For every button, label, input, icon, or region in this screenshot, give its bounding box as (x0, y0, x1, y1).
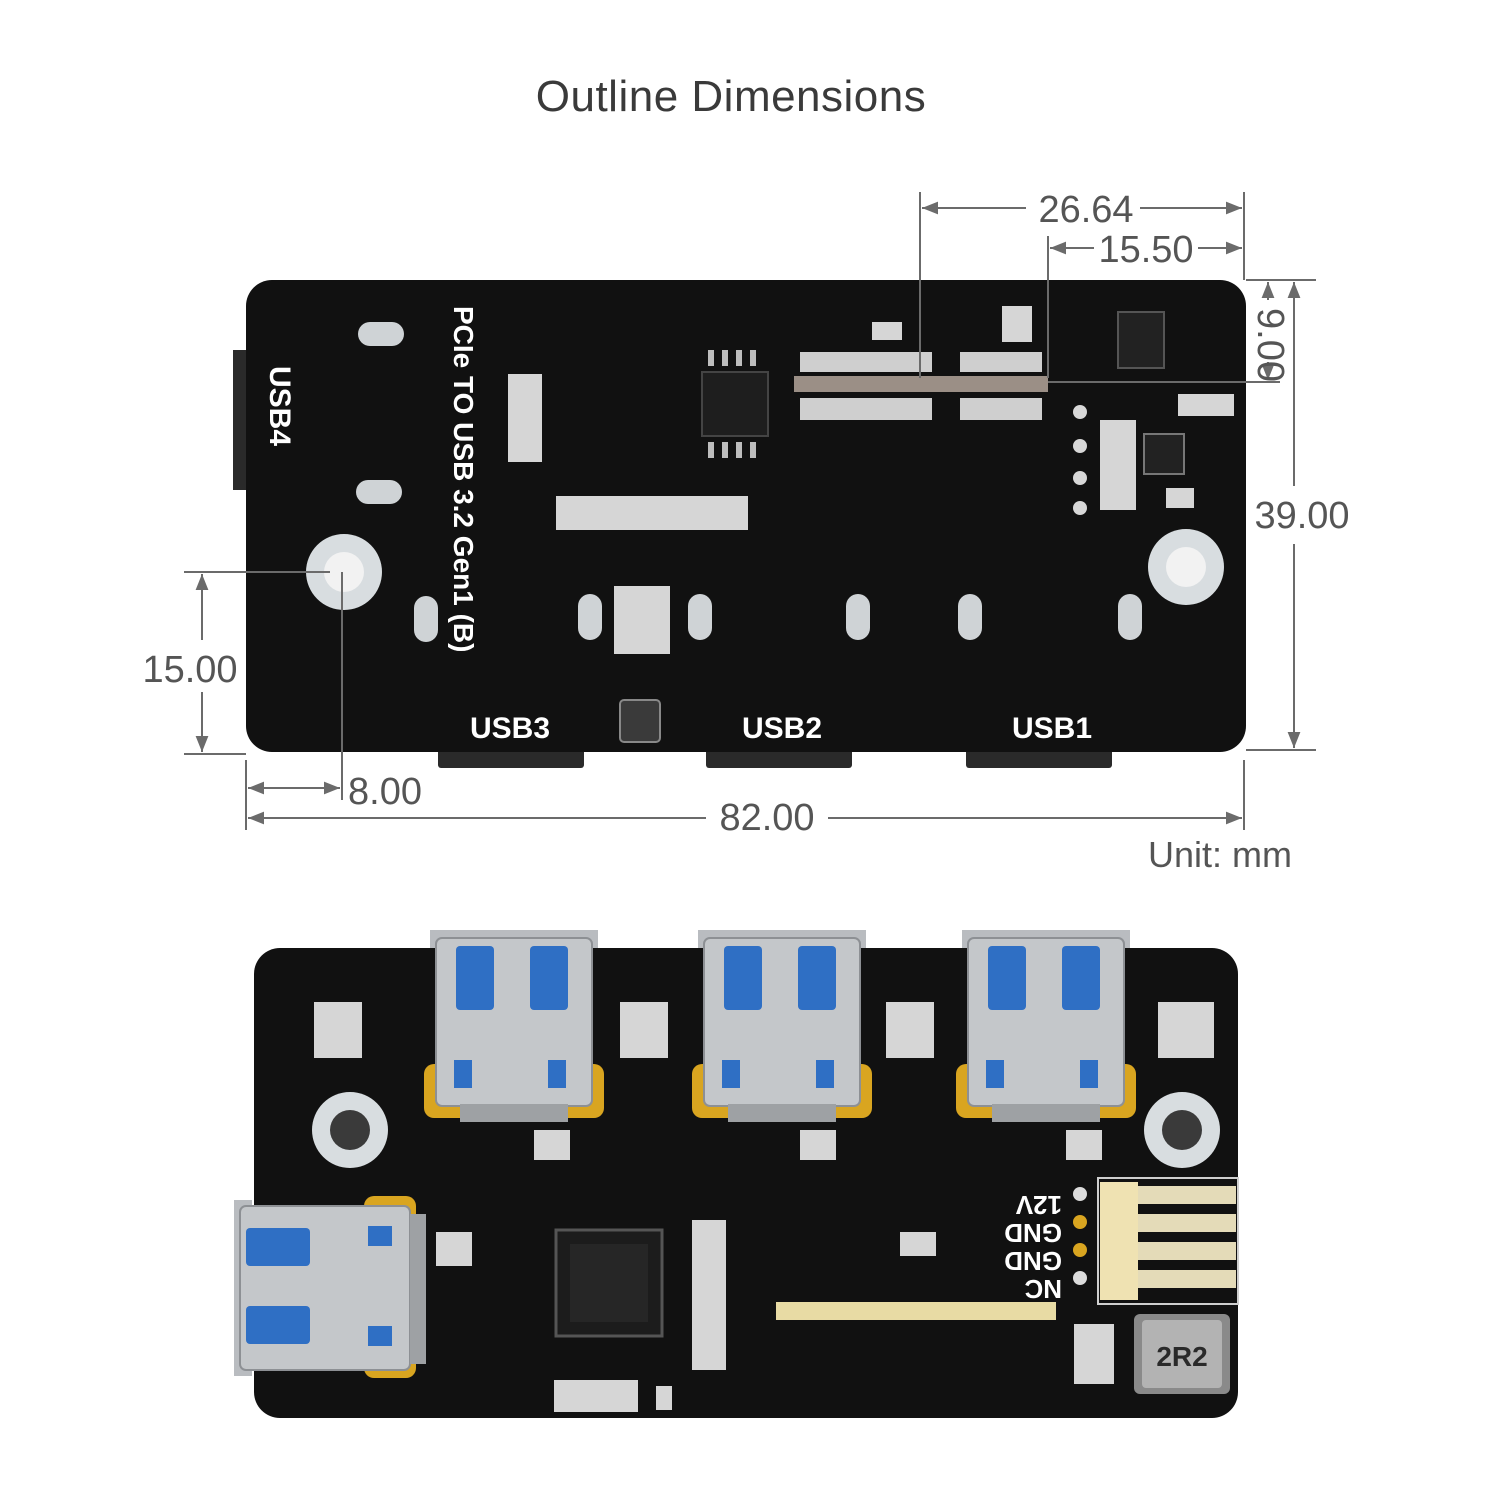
silk-usb4-label: USB4 (263, 366, 296, 446)
bottom-mounting-hole-left (312, 1092, 388, 1168)
unit-label: Unit: mm (1148, 834, 1292, 875)
smd-components (508, 306, 1234, 743)
silk-usb3-label: USB3 (470, 712, 550, 745)
silk-pin-nc: NC (1024, 1274, 1062, 1304)
usb-a-port-usb1 (956, 930, 1136, 1122)
bottom-smd-components (314, 1002, 1214, 1412)
inductor-marking: 2R2 (1156, 1341, 1207, 1372)
silk-pin-12v: 12V (1015, 1190, 1062, 1220)
dim-height-total: 39.00 (1254, 495, 1349, 537)
fpc-pins (800, 352, 1042, 420)
silk-product-name: PCIe TO USB 3.2 Gen1 (B) (448, 306, 479, 652)
dim-width-total: 82.00 (719, 797, 814, 839)
inductor: 2R2 (1134, 1314, 1230, 1394)
bottom-mounting-hole-right (1144, 1092, 1220, 1168)
dim-connector-y: 9.00 (1249, 308, 1291, 382)
usb-hub-chip (554, 1228, 664, 1338)
dimension-lines: 82.00 8.00 15.00 39.00 9.00 26.64 15.50 (142, 189, 1349, 839)
usb3-connector-edge (438, 748, 584, 768)
usb-a-port-usb3 (424, 930, 604, 1122)
mounting-hole-right (1148, 529, 1224, 605)
dim-connector-offset: 15.50 (1098, 229, 1193, 271)
silk-usb1-label: USB1 (1012, 712, 1092, 745)
fpc-connector (794, 376, 1048, 392)
dim-hole-x: 8.00 (348, 771, 422, 813)
power-header (1097, 1177, 1239, 1305)
page-title: Outline Dimensions (535, 72, 927, 121)
oval-slots (356, 322, 1142, 642)
silk-pin-gnd-1: GND (1004, 1218, 1062, 1248)
usb-a-port-usb4 (234, 1196, 426, 1378)
mounting-hole-left (306, 534, 382, 610)
usb2-connector-edge (706, 748, 852, 768)
dim-connector-span: 26.64 (1038, 189, 1133, 231)
usb1-connector-edge (966, 748, 1112, 768)
silk-pin-gnd-2: GND (1004, 1246, 1062, 1276)
top-board: USB4 PCIe TO USB 3.2 Gen1 (B) USB3 USB2 … (233, 280, 1246, 768)
controller-chip (701, 371, 769, 437)
bottom-fpc-strip (776, 1302, 1056, 1320)
header-pads (1073, 1187, 1087, 1285)
usb-a-port-usb2 (692, 930, 872, 1122)
bottom-board: 2R2 12V GND GND NC (234, 930, 1239, 1418)
silk-usb2-label: USB2 (742, 712, 822, 745)
dim-hole-y: 15.00 (142, 649, 237, 691)
